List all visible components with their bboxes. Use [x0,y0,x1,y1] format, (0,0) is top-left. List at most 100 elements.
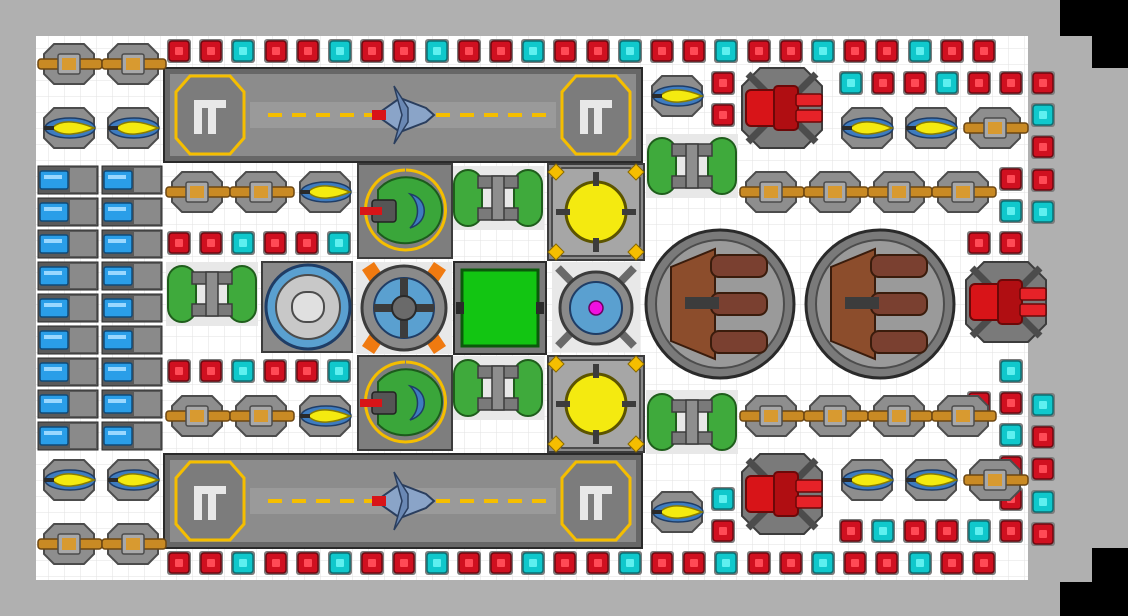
armor-block[interactable] [327,38,353,64]
armor-block[interactable] [710,102,736,128]
battery-cell[interactable] [101,421,163,451]
armor-block[interactable] [263,550,289,576]
battery-cell[interactable] [37,325,99,355]
armor-block[interactable] [966,70,992,96]
armor-block[interactable] [230,230,256,256]
reactor-top[interactable] [546,162,646,262]
battery-cell[interactable] [101,389,163,419]
battery-cell[interactable] [37,357,99,387]
armor-block[interactable] [870,70,896,96]
missile-launcher[interactable] [107,107,160,149]
armor-block[interactable] [870,518,896,544]
missile-launcher[interactable] [107,459,160,501]
armor-block[interactable] [230,38,256,64]
armor-block[interactable] [907,550,933,576]
armor-block[interactable] [230,550,256,576]
armor-block[interactable] [681,38,707,64]
missile-launcher[interactable] [43,459,96,501]
armor-block[interactable] [778,38,804,64]
armor-block[interactable] [649,38,675,64]
armor-block[interactable] [1030,456,1056,482]
jump-drive-module[interactable] [552,262,640,352]
missile-launcher[interactable] [841,459,894,501]
armor-block[interactable] [934,70,960,96]
armor-block[interactable] [198,550,224,576]
armor-block[interactable] [939,550,965,576]
armor-block[interactable] [230,358,256,384]
missile-launcher[interactable] [299,171,352,213]
hangar-door-module[interactable] [261,261,353,353]
missile-launcher[interactable] [43,107,96,149]
missile-launcher[interactable] [841,107,894,149]
battery-cell[interactable] [37,197,99,227]
missile-launcher[interactable] [905,107,958,149]
armor-block[interactable] [1030,134,1056,160]
armor-block[interactable] [998,422,1024,448]
armor-block[interactable] [1030,70,1056,96]
battery-cell[interactable] [101,197,163,227]
armor-block[interactable] [1030,392,1056,418]
armor-block[interactable] [326,358,352,384]
missile-launcher[interactable] [905,459,958,501]
armor-block[interactable] [710,518,736,544]
armor-block[interactable] [838,518,864,544]
missile-launcher[interactable] [651,75,704,117]
armor-block[interactable] [874,550,900,576]
armor-block[interactable] [262,358,288,384]
battery-cell[interactable] [101,325,163,355]
armor-block[interactable] [971,550,997,576]
armor-block[interactable] [198,38,224,64]
battery-cell[interactable] [101,229,163,259]
armor-block[interactable] [359,38,385,64]
armor-block[interactable] [456,550,482,576]
armor-block[interactable] [1030,489,1056,515]
armor-block[interactable] [810,38,836,64]
armor-block[interactable] [1030,102,1056,128]
armor-block[interactable] [617,550,643,576]
armor-block[interactable] [998,230,1024,256]
battery-cell[interactable] [37,229,99,259]
heavy-cannon-top[interactable] [742,68,822,148]
armor-block[interactable] [966,518,992,544]
plasma-turret-bottom[interactable] [356,354,454,452]
armor-block[interactable] [585,550,611,576]
armor-block[interactable] [966,230,992,256]
command-core[interactable] [453,261,547,355]
heavy-artillery-left[interactable] [644,228,796,380]
armor-block[interactable] [934,518,960,544]
battery-cell[interactable] [101,165,163,195]
armor-block[interactable] [166,550,192,576]
battery-cell[interactable] [37,165,99,195]
armor-block[interactable] [710,70,736,96]
armor-block[interactable] [998,358,1024,384]
armor-block[interactable] [359,550,385,576]
battery-cell[interactable] [37,389,99,419]
hangar-runway-bottom[interactable] [162,452,644,550]
armor-block[interactable] [552,550,578,576]
armor-block[interactable] [681,550,707,576]
hangar-runway-top[interactable] [162,66,644,164]
armor-block[interactable] [617,38,643,64]
armor-block[interactable] [939,38,965,64]
armor-block[interactable] [998,70,1024,96]
armor-block[interactable] [713,38,739,64]
battery-cell[interactable] [101,357,163,387]
armor-block[interactable] [1030,424,1056,450]
armor-block[interactable] [902,70,928,96]
armor-block[interactable] [746,550,772,576]
armor-block[interactable] [424,550,450,576]
armor-block[interactable] [710,486,736,512]
armor-block[interactable] [1030,199,1056,225]
armor-block[interactable] [520,38,546,64]
armor-block[interactable] [327,550,353,576]
shield-emitter-module[interactable] [356,262,452,354]
armor-block[interactable] [295,38,321,64]
armor-block[interactable] [294,358,320,384]
armor-block[interactable] [874,38,900,64]
armor-block[interactable] [326,230,352,256]
battery-cell[interactable] [37,421,99,451]
armor-block[interactable] [1030,521,1056,547]
armor-block[interactable] [907,38,933,64]
armor-block[interactable] [294,230,320,256]
armor-block[interactable] [998,198,1024,224]
